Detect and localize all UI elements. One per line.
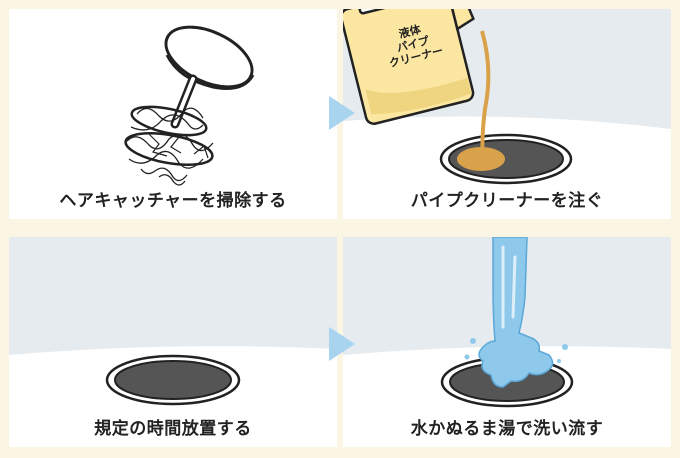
arrow-right-icon: [329, 327, 355, 361]
wall: [9, 237, 337, 355]
step-panel-wait: 規定の時間放置する: [9, 237, 337, 447]
wait-scene: [9, 237, 337, 406]
hair-catcher-icon: [124, 25, 255, 186]
drain-icon: [439, 133, 573, 185]
step-caption: 規定の時間放置する: [94, 419, 252, 439]
step-panel-pour-cleaner: 液体 パイプ クリーナー パイプクリーナーを注ぐ: [343, 9, 671, 219]
step-caption: ヘアキャッチャーを掃除する: [59, 191, 287, 211]
water-stream-icon: [464, 237, 568, 388]
arrow-right-icon: [329, 96, 355, 130]
cleaner-bottle-icon: [343, 9, 475, 125]
rinse-scene: [343, 237, 671, 408]
step-caption: 水かぬるま湯で洗い流す: [410, 419, 604, 439]
drain-icon: [105, 354, 241, 406]
cleaner-stream: [480, 30, 491, 168]
step-panel-rinse: 水かぬるま湯で洗い流す: [343, 237, 671, 447]
step-panel-clean-hair-catcher: ヘアキャッチャーを掃除する: [9, 9, 337, 219]
step-caption: パイプクリーナーを注ぐ: [410, 191, 604, 211]
pour-scene: [343, 9, 671, 185]
